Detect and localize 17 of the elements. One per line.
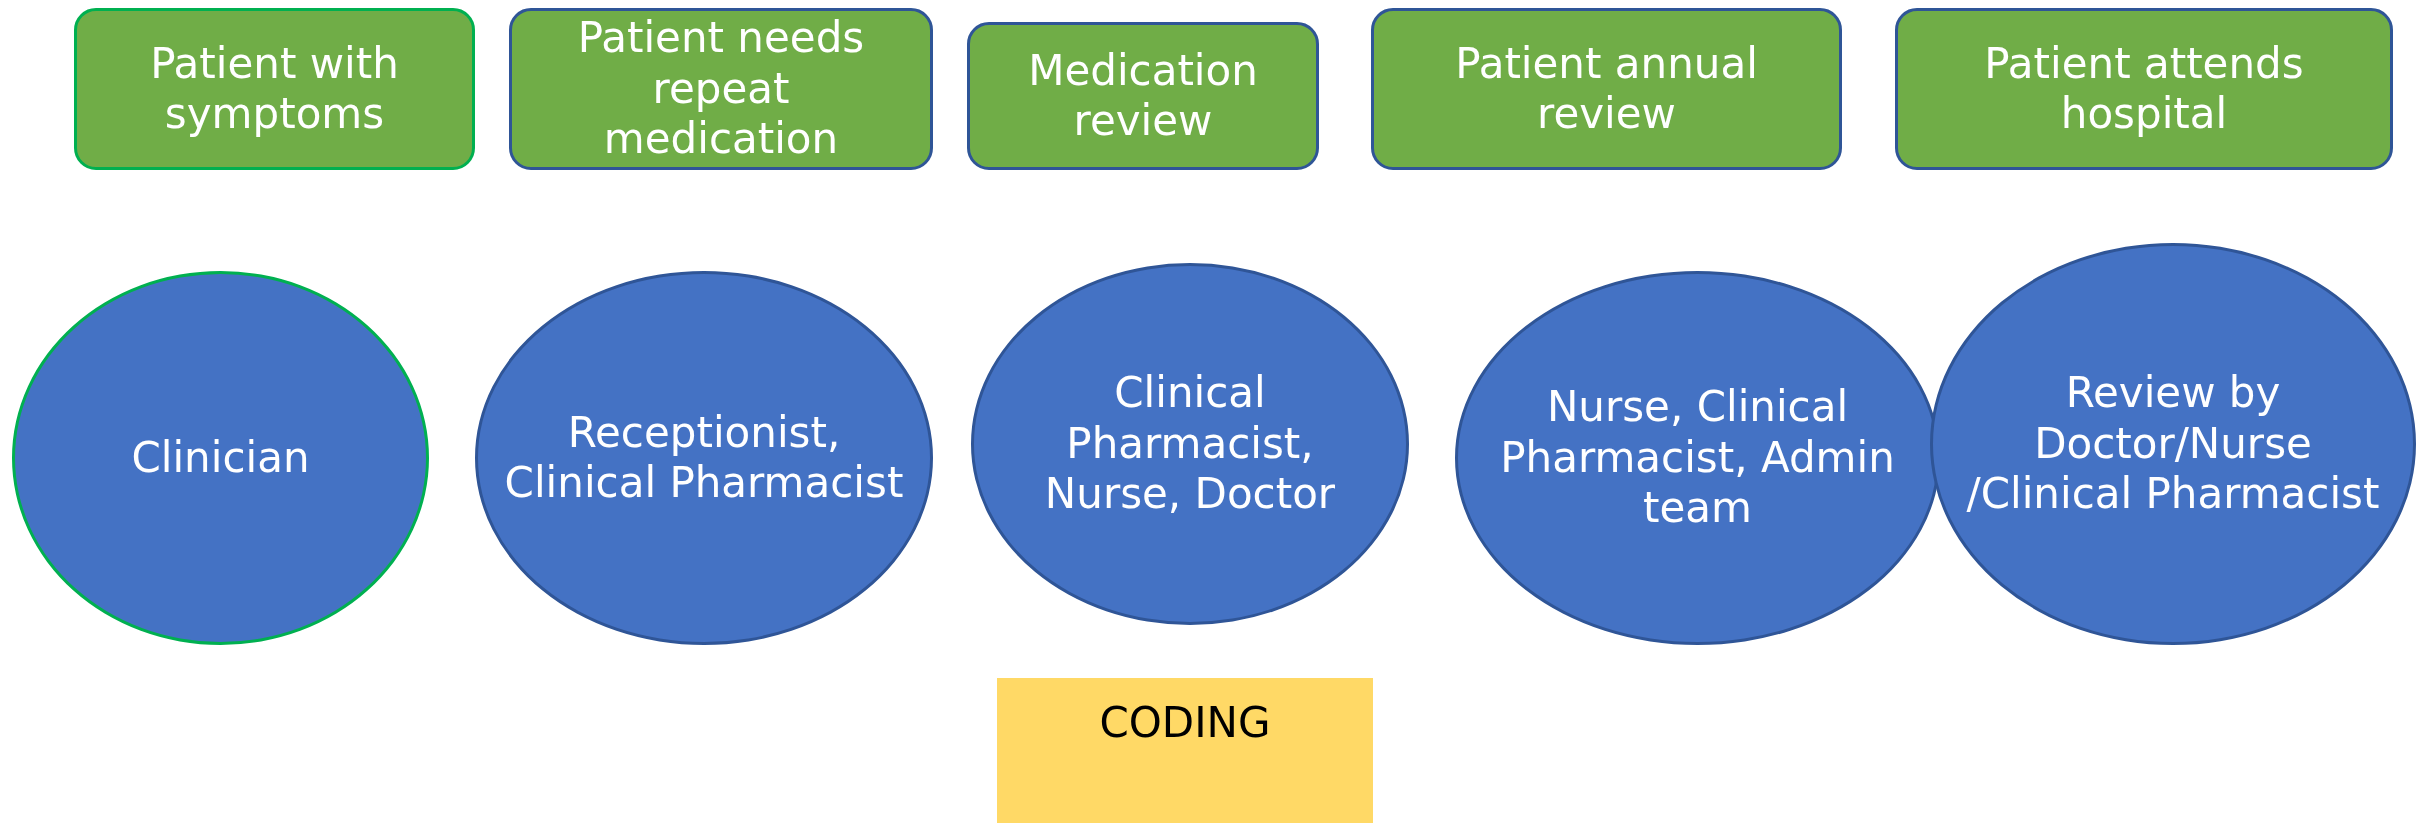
node-label: CODING (1098, 698, 1272, 749)
node-label: Clinician (130, 432, 311, 484)
process-box (509, 8, 933, 170)
node-label: Patient attends hospital (1983, 38, 2305, 140)
node-label: Patient annual review (1454, 38, 1759, 140)
note-box (997, 678, 1373, 823)
process-box (967, 22, 1319, 170)
process-box (1371, 8, 1842, 170)
process-box (1895, 8, 2393, 170)
node-label: Nurse, Clinical Pharmacist, Admin team (1499, 382, 1896, 534)
node-label: Clinical Pharmacist, Nurse, Doctor (1043, 368, 1337, 520)
node-label: Review by Doctor/Nurse /Clinical Pharmacist (1965, 368, 2381, 520)
node-label: Patient with symptoms (149, 38, 400, 140)
node-label: Receptionist, Clinical Pharmacist (503, 407, 905, 509)
process-box (74, 8, 475, 170)
node-label: Patient needs repeat medication (576, 13, 866, 165)
node-label: Medication review (1027, 45, 1259, 147)
